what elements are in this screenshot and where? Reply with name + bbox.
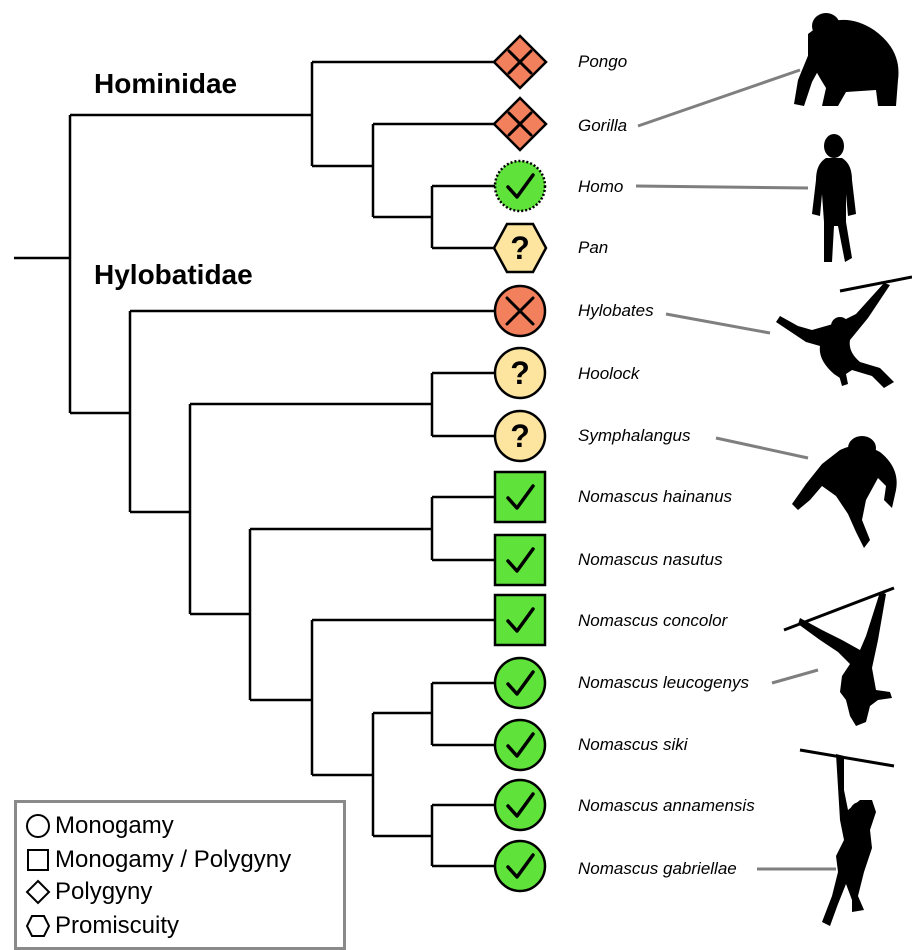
taxon-label-nomascus-nasutus: Nomascus nasutus bbox=[578, 550, 723, 570]
legend-label: Monogamy bbox=[55, 812, 174, 840]
legend-item-promiscuity: Promiscuity bbox=[25, 911, 179, 941]
monogamy-polygyny-shape bbox=[495, 535, 545, 585]
legend-label: Monogamy / Polygyny bbox=[55, 846, 291, 874]
hexagon-icon bbox=[25, 913, 51, 939]
taxon-label-gorilla: Gorilla bbox=[578, 116, 627, 136]
taxon-label-nomascus-concolor: Nomascus concolor bbox=[578, 611, 727, 631]
gorilla-silhouette-icon bbox=[794, 13, 899, 106]
state-marker-nomascus-siki bbox=[495, 720, 545, 770]
monogamy-shape bbox=[495, 658, 545, 708]
legend-item-monogamy-polygyny: Monogamy / Polygyny bbox=[25, 845, 291, 875]
monogamy-shape bbox=[495, 161, 545, 211]
legend-label: Promiscuity bbox=[55, 912, 179, 940]
taxon-label-hoolock: Hoolock bbox=[578, 364, 639, 384]
gabriellae-silhouette-icon bbox=[800, 750, 894, 926]
state-marker-gorilla bbox=[494, 98, 546, 150]
taxon-label-nomascus-annamensis: Nomascus annamensis bbox=[578, 796, 755, 816]
question-icon: ? bbox=[510, 418, 530, 454]
human-silhouette-icon bbox=[812, 134, 856, 262]
monogamy-shape bbox=[495, 780, 545, 830]
taxon-label-nomascus-gabriellae: Nomascus gabriellae bbox=[578, 859, 737, 879]
state-marker-nomascus-nasutus bbox=[495, 535, 545, 585]
legend-item-polygyny: Polygyny bbox=[25, 877, 152, 907]
state-marker-nomascus-gabriellae bbox=[495, 841, 545, 891]
state-marker-hoolock: ? bbox=[495, 348, 545, 398]
monogamy-shape bbox=[495, 720, 545, 770]
question-icon: ? bbox=[510, 355, 530, 391]
legend: Monogamy Monogamy / Polygyny Polygyny Pr… bbox=[14, 800, 346, 950]
clade-label-hylobatidae: Hylobatidae bbox=[94, 259, 253, 291]
taxon-label-pan: Pan bbox=[578, 238, 608, 258]
monogamy-shape bbox=[495, 841, 545, 891]
taxon-label-nomascus-leucogenys: Nomascus leucogenys bbox=[578, 673, 749, 693]
question-icon: ? bbox=[510, 230, 530, 266]
state-markers: ??? bbox=[494, 36, 546, 891]
legend-item-monogamy: Monogamy bbox=[25, 811, 174, 841]
leucogenys-silhouette-icon bbox=[784, 588, 894, 726]
state-marker-nomascus-leucogenys bbox=[495, 658, 545, 708]
state-marker-symphalangus: ? bbox=[495, 411, 545, 461]
taxon-label-homo: Homo bbox=[578, 177, 623, 197]
monogamy-polygyny-shape bbox=[495, 595, 545, 645]
square-icon bbox=[25, 847, 51, 873]
taxon-label-symphalangus: Symphalangus bbox=[578, 426, 690, 446]
hylobates-silhouette-icon bbox=[776, 277, 912, 388]
state-marker-hylobates bbox=[495, 286, 545, 336]
state-marker-nomascus-annamensis bbox=[495, 780, 545, 830]
state-marker-homo bbox=[495, 161, 545, 211]
taxon-label-pongo: Pongo bbox=[578, 52, 627, 72]
circle-icon bbox=[25, 813, 51, 839]
state-marker-nomascus-concolor bbox=[495, 595, 545, 645]
diamond-icon bbox=[25, 879, 51, 905]
clade-label-hominidae: Hominidae bbox=[94, 68, 237, 100]
siamang-silhouette-icon bbox=[792, 436, 897, 548]
tree-branches bbox=[14, 62, 520, 866]
taxon-label-nomascus-siki: Nomascus siki bbox=[578, 735, 688, 755]
state-marker-pan: ? bbox=[494, 224, 546, 272]
legend-label: Polygyny bbox=[55, 878, 152, 906]
taxon-label-nomascus-hainanus: Nomascus hainanus bbox=[578, 487, 732, 507]
taxon-label-hylobates: Hylobates bbox=[578, 301, 654, 321]
monogamy-polygyny-shape bbox=[495, 472, 545, 522]
state-marker-nomascus-hainanus bbox=[495, 472, 545, 522]
state-marker-pongo bbox=[494, 36, 546, 88]
